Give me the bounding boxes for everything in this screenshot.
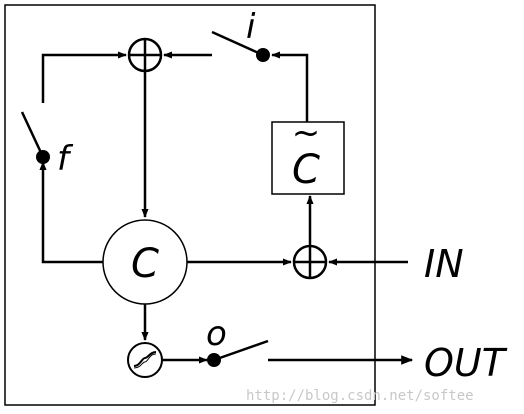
output-gate-label: o (206, 314, 227, 354)
input-label: IN (424, 242, 464, 286)
cell-state-label: C (131, 241, 159, 287)
forget-gate-label: f (57, 139, 74, 179)
squash-activation-icon (127, 342, 163, 378)
candidate-to-input-gate-wire (271, 51, 309, 122)
forget-to-sum-wire (41, 51, 127, 103)
candidate-label: C (292, 147, 320, 193)
top-sum-node (127, 37, 163, 73)
input-gate-switch (211, 30, 270, 62)
watermark-text: http://blog.csdn.net/softee (246, 388, 474, 404)
candidate-box (271, 121, 345, 195)
cell-boundary (4, 4, 376, 406)
candidate-tilde: ~ (292, 113, 321, 153)
forget-gate-switch (20, 111, 50, 164)
input-sum-node (292, 244, 328, 280)
forget-loop-wire (39, 161, 104, 264)
output-gate-switch (207, 339, 269, 367)
input-gate-label: i (246, 7, 256, 47)
output-label: OUT (424, 341, 508, 385)
